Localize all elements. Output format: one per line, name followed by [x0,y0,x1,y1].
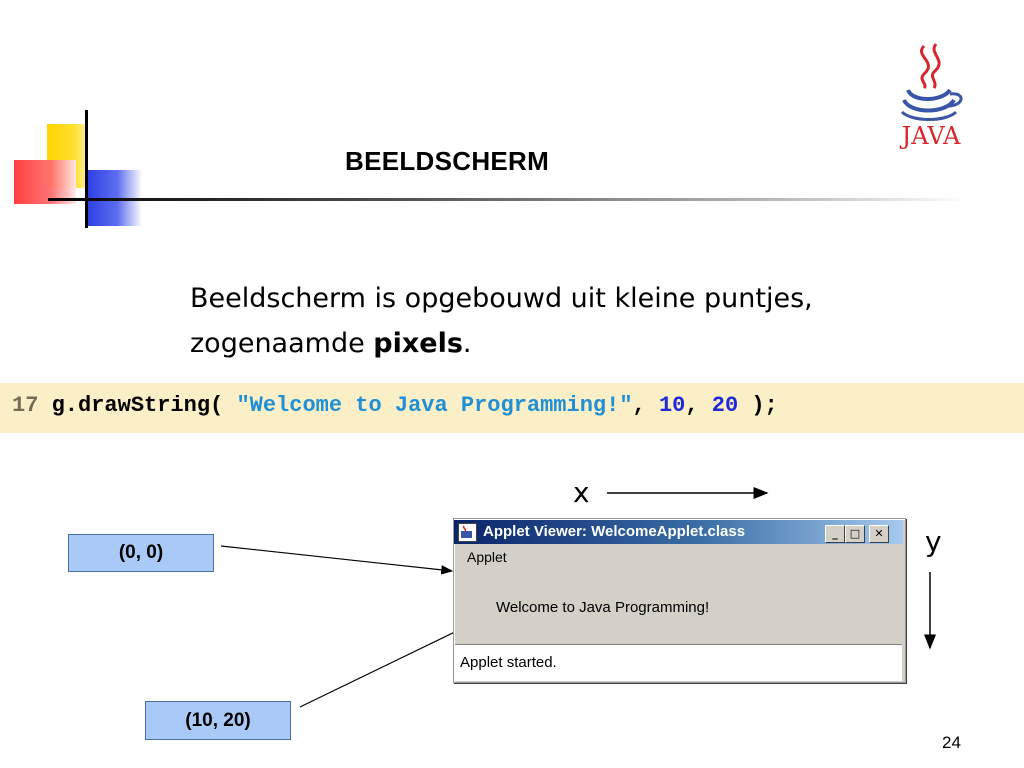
status-text: Applet started. [460,654,557,671]
code-separator-1: , [632,393,659,418]
applet-welcome-text: Welcome to Java Programming! [496,599,710,616]
code-line-number: 17 [12,393,39,418]
body-line-2: zogenaamde pixels. [190,321,813,366]
decor-vertical-line [85,110,88,228]
java-logo-text: JAVA [901,122,961,150]
window-menubar: Applet [454,546,903,570]
applet-content-area: Welcome to Java Programming! [454,571,903,643]
title-underline [48,198,968,201]
y-axis-label: y [925,525,942,558]
body-line-1: Beeldscherm is opgebouwd uit kleine punt… [190,283,813,314]
code-end: ); [738,393,778,418]
origin-pointer-arrow [220,545,454,575]
close-button[interactable]: ✕ [869,525,889,543]
minimize-button[interactable]: _ [825,525,845,543]
menu-applet[interactable]: Applet [467,549,507,565]
slide-title: BEELDSCHERM [345,146,550,176]
page-number: 24 [942,733,961,752]
window-title: Applet Viewer: WelcomeApplet.class [483,523,746,540]
java-cup-icon [900,43,963,121]
body-keyword-pixels: pixels [373,328,463,359]
code-line: 17 g.drawString( "Welcome to Java Progra… [12,393,778,418]
maximize-button[interactable]: □ [845,525,865,543]
point-coordinate-box: (10, 20) [145,701,291,740]
origin-coordinate-box: (0, 0) [68,534,214,572]
code-arg-x: 10 [658,393,686,418]
status-bar: Applet started. [455,644,902,681]
code-strip [0,383,1024,433]
body-line-2-suffix: . [462,328,472,359]
app-window-icon [458,523,477,542]
x-axis-label: x [573,476,590,509]
java-logo: JAVA [894,40,968,158]
body-text: Beeldscherm is opgebouwd uit kleine punt… [190,276,813,366]
body-line-2-prefix: zogenaamde [190,328,374,359]
window-titlebar[interactable]: Applet Viewer: WelcomeApplet.class _ □ ✕ [454,520,903,544]
code-string-literal: "Welcome to Java Programming!" [236,393,633,418]
decor-red-square [14,160,76,204]
code-arg-y: 20 [711,393,739,418]
applet-viewer-window: Applet Viewer: WelcomeApplet.class _ □ ✕… [453,518,906,683]
code-separator-2: , [685,393,712,418]
code-call: g.drawString( [38,393,237,418]
